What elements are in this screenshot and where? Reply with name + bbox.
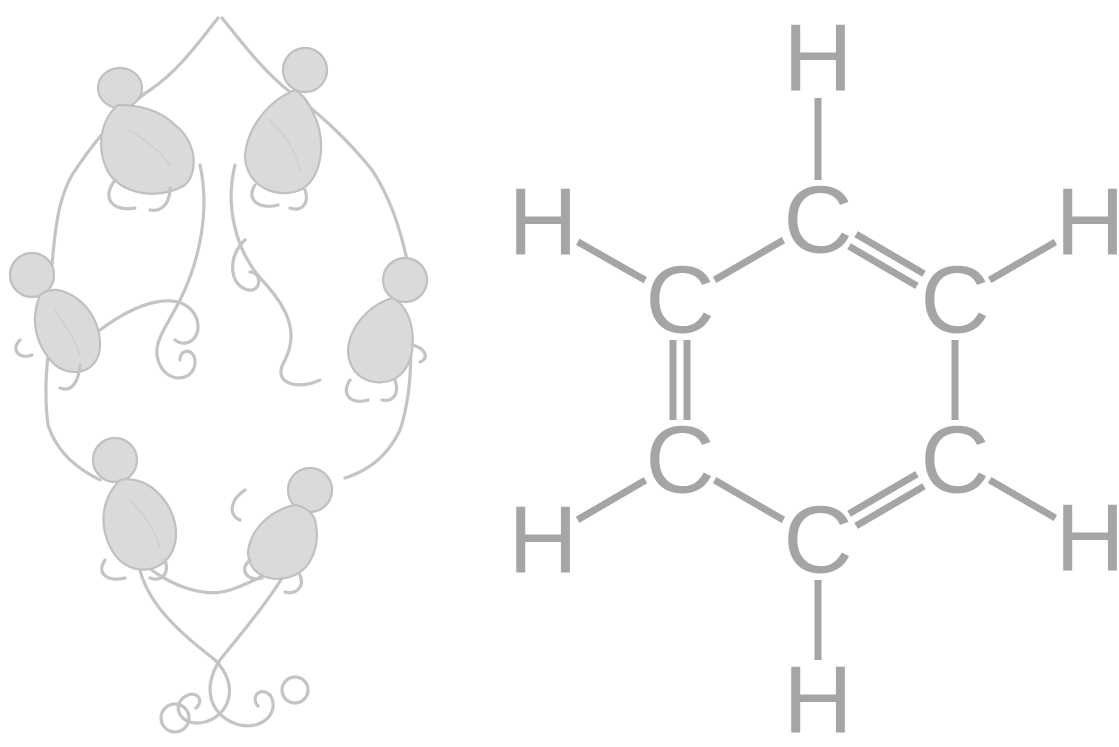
bond-c-lower-right-c-bottom-a (847, 471, 919, 517)
atom-c-top: C (783, 167, 852, 274)
bond-c-upper-left-h-upper-left (576, 238, 647, 284)
monkeys-ring-icon (8, 16, 429, 734)
atom-c-lower-right: C (920, 407, 989, 514)
bond-c-lower-right-c-bottom-b (854, 483, 926, 529)
atom-h-lower-right: H (1055, 485, 1119, 592)
atom-c-bottom: C (783, 487, 852, 594)
bond-c-top-c-upper-right-b (854, 231, 926, 277)
atom-h-bottom: H (783, 647, 852, 747)
atom-c-upper-left: C (645, 247, 714, 354)
atom-h-upper-left: H (508, 169, 577, 276)
atom-c-lower-left: C (645, 407, 714, 514)
benzene-bonds (575, 98, 1058, 660)
atom-h-top: H (783, 5, 852, 112)
bond-c-upper-left-c-top (712, 237, 786, 283)
atom-h-lower-left: H (508, 487, 577, 594)
bond-c-top-c-upper-right-a (847, 243, 919, 289)
atom-c-upper-right: C (920, 247, 989, 354)
bond-c-lower-left-h-lower-left (575, 477, 648, 523)
bond-c-bottom-c-lower-left (712, 477, 786, 523)
bond-c-lower-right-h-lower-right (987, 476, 1058, 522)
atom-h-upper-right: H (1055, 169, 1119, 276)
bond-c-upper-right-h-upper-right (987, 238, 1058, 284)
